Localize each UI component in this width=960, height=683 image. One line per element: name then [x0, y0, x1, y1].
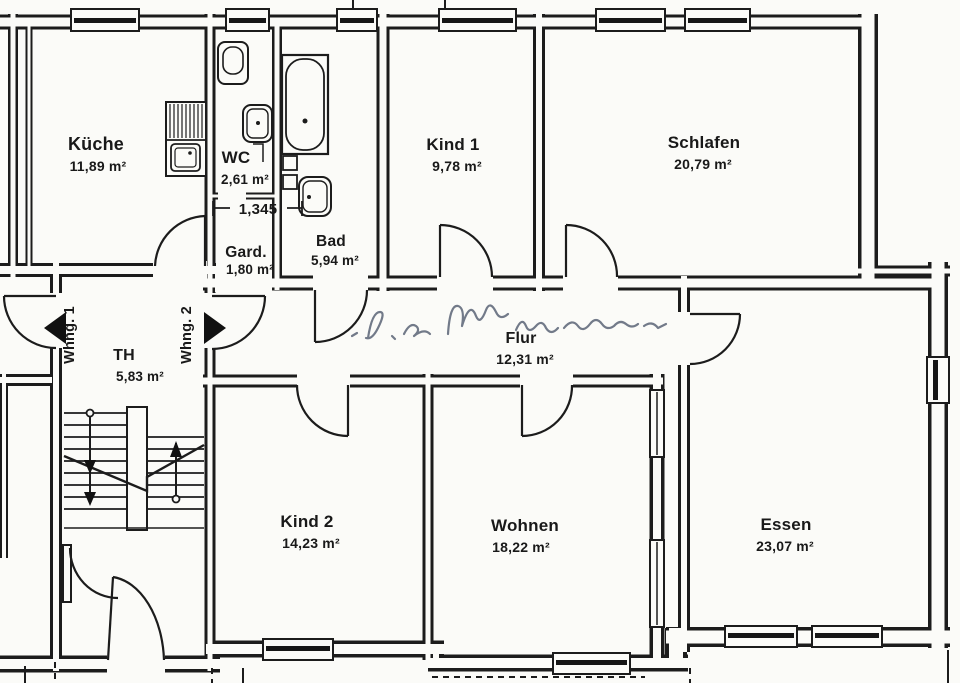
window-icon: [552, 652, 631, 675]
wc-leader-line: [253, 143, 264, 162]
room-area-bad: 5,94 m²: [311, 253, 359, 268]
window-icon: [926, 356, 950, 404]
room-labels: Küche 11,89 m² WC 2,61 m² Gard. 1,80 m² …: [62, 133, 814, 555]
room-label-schlafen: Schlafen: [668, 133, 740, 152]
toilet-icon: [217, 41, 249, 85]
room-label-gard: Gard.: [225, 244, 266, 261]
whng2-arrow-icon: [204, 312, 226, 344]
staircase-icon: [63, 406, 205, 531]
window-icon: [438, 8, 517, 32]
room-area-kind2: 14,23 m²: [282, 535, 340, 551]
room-area-th: 5,83 m²: [116, 369, 164, 384]
dimension-value: 1,345: [239, 201, 278, 218]
label-whng2: Whng. 2: [179, 306, 195, 364]
door-kind2: [295, 384, 350, 438]
room-label-kueche: Küche: [68, 134, 124, 154]
walls-outer: [0, 14, 950, 671]
door-whng1: [2, 294, 57, 350]
room-label-bad: Bad: [316, 233, 346, 250]
room-area-kueche: 11,89 m²: [70, 158, 127, 174]
room-area-wc: 2,61 m²: [221, 172, 269, 187]
room-area-schlafen: 20,79 m²: [674, 156, 732, 172]
window-icon: [684, 8, 751, 32]
room-area-wohnen: 18,22 m²: [492, 539, 550, 555]
stairs-up-arrow: [170, 441, 182, 504]
dimension-line: [212, 201, 303, 216]
door-bad: [313, 289, 369, 344]
window-icon: [225, 8, 270, 32]
label-whng1: Whng. 1: [62, 306, 78, 364]
fixtures: [165, 41, 332, 217]
glass-panel-icon: [649, 539, 665, 628]
reference-ticks: [24, 0, 949, 683]
room-label-kind2: Kind 2: [280, 512, 333, 531]
bath-sink-icon: [298, 176, 332, 217]
window-icon: [724, 625, 798, 648]
bath-cabinet-icon: [282, 155, 298, 190]
door-kind1: [438, 223, 494, 278]
kitchen-unit-icon: [165, 101, 207, 177]
room-area-kind1: 9,78 m²: [432, 158, 482, 174]
window-icon: [70, 8, 140, 32]
doors: [2, 214, 742, 661]
door-kueche: [153, 214, 207, 267]
door-house-entrance: [106, 575, 166, 661]
room-label-th: TH: [113, 347, 135, 364]
whng1-arrow-icon: [44, 312, 66, 344]
window-icon: [595, 8, 666, 32]
walls-core: [0, 14, 950, 671]
windows: [70, 8, 950, 675]
room-label-essen: Essen: [760, 515, 811, 534]
door-essen: [689, 312, 742, 366]
room-area-essen: 23,07 m²: [756, 538, 814, 554]
window-icon: [811, 625, 883, 648]
room-area-flur: 12,31 m²: [496, 351, 554, 367]
bathtub-icon: [280, 53, 330, 156]
stairs-down-arrow: [84, 408, 96, 506]
wc-sink-icon: [242, 104, 273, 162]
window-icon: [336, 8, 378, 32]
door-schlafen: [564, 223, 619, 278]
room-label-kind1: Kind 1: [426, 135, 479, 154]
room-label-wohnen: Wohnen: [491, 516, 559, 535]
handwritten-annotation: [350, 304, 668, 341]
glass-panel-icon: [649, 389, 665, 458]
door-cellar: [62, 544, 119, 603]
door-wohnen: [520, 384, 574, 438]
room-area-gard: 1,80 m²: [226, 262, 274, 277]
window-icon: [262, 638, 334, 661]
entrance-arrows: [44, 312, 226, 344]
room-label-flur: Flur: [505, 330, 536, 347]
room-label-wc: WC: [222, 148, 251, 167]
door-whng2: [211, 294, 267, 351]
